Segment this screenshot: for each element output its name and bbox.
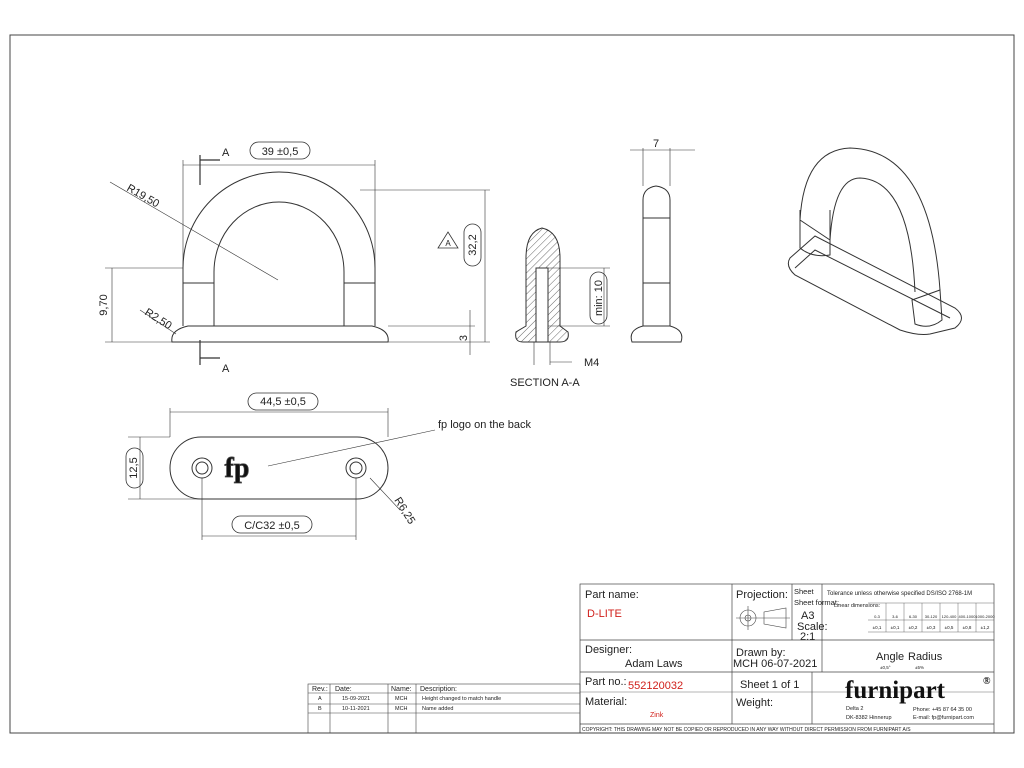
tol-value-6: ±1,2: [981, 625, 990, 630]
rev-row-b-desc: Name added: [422, 706, 454, 712]
sheet-format-value: A3: [801, 610, 814, 622]
dim-leg-label: 9,70: [98, 294, 110, 315]
tol-value-4: ±0,5: [945, 625, 954, 630]
designer-value: Adam Laws: [625, 658, 683, 670]
tolerance-columns: [885, 603, 977, 632]
side-view: [630, 148, 695, 343]
scale-value: 2:1: [800, 631, 815, 643]
rev-row-b-name: MCH: [395, 706, 408, 712]
rev-header-desc: Description:: [420, 686, 457, 693]
bottom-view: [125, 392, 436, 540]
dim-radius-bottom-label: R6,25: [391, 495, 417, 526]
radius-label: Radius: [908, 651, 943, 663]
section-mark-bottom: A: [222, 363, 230, 375]
rev-row-a-rev: A: [318, 696, 322, 702]
part-name-value: D-LITE: [587, 608, 622, 620]
tol-range-1: 3-6: [892, 614, 899, 619]
tol-range-0: 0-3: [874, 614, 881, 619]
part-name-label: Part name:: [585, 589, 639, 601]
tol-range-3: 30-120: [925, 614, 938, 619]
material-value: Zink: [650, 712, 664, 719]
sheet-format-label: Sheet format:: [794, 598, 839, 607]
tolerance-title: Tolerance unless otherwise specified DS/…: [827, 591, 972, 597]
dim-length-label: 44,5 ±0,5: [260, 396, 306, 408]
part-no-label: Part no.:: [585, 676, 627, 688]
dim-thread-label: M4: [584, 357, 599, 369]
dim-cc-label: C/C32 ±0,5: [244, 520, 300, 532]
tol-value-1: ±0,1: [891, 625, 900, 630]
sheet-format-label-1: Sheet: [794, 587, 815, 596]
tol-range-6: 1000-2000: [975, 614, 995, 619]
dim-thickness-label: 7: [653, 138, 659, 150]
drawn-by-label: Drawn by:: [736, 647, 786, 659]
sheet-count: Sheet 1 of 1: [740, 679, 799, 691]
rev-header-name: Name:: [391, 686, 412, 693]
phone: Phone: +45 87 64 35 00: [913, 707, 972, 713]
rev-row-b-date: 10-11-2021: [342, 706, 370, 712]
projection-label: Projection:: [736, 589, 788, 601]
designer-label: Designer:: [585, 644, 632, 656]
title-block-grid: [579, 583, 995, 734]
rev-row-a-desc: Height changed to match handle: [422, 696, 501, 702]
scale-label: Scale:: [797, 621, 828, 633]
tol-value-3: ±0,3: [927, 625, 936, 630]
furnipart-logo: furnipart: [845, 677, 946, 704]
rev-row-a-name: MCH: [395, 696, 408, 702]
tol-value-5: ±0,8: [963, 625, 972, 630]
triangle-mark-label: A: [445, 239, 451, 248]
projection-symbol-icon: [736, 606, 790, 630]
isometric-view: [787, 147, 962, 335]
dim-radius-arch-label: R19,50: [125, 182, 162, 210]
material-label: Material:: [585, 696, 627, 708]
angle-value: ±0,5°: [880, 665, 891, 670]
rev-header-rev: Rev.:: [312, 686, 328, 693]
linear-label: Linear dimensions:: [834, 603, 881, 609]
section-title: SECTION A-A: [510, 377, 580, 389]
logo-note: fp logo on the back: [438, 419, 531, 431]
dim-height-label: 32,2: [467, 234, 479, 255]
tol-range-4: 120-400: [942, 614, 957, 619]
rev-row-a-date: 15-09-2021: [342, 696, 370, 702]
part-no-value: 552120032: [628, 680, 683, 692]
rev-row-b-rev: B: [318, 706, 322, 712]
tol-range-5: 400-1000: [959, 614, 977, 619]
email: E-mail: fp@furnipart.com: [913, 715, 974, 721]
tol-value-2: ±0,2: [909, 625, 918, 630]
copyright-notice: COPYRIGHT: THIS DRAWING MAY NOT BE COPIE…: [582, 727, 911, 733]
fp-logo: fp: [225, 453, 250, 484]
weight-label: Weight:: [736, 697, 773, 709]
tol-value-0: ±0,1: [873, 625, 882, 630]
dim-width-label: 39 ±0,5: [262, 146, 299, 158]
dim-min-label: min: 10: [593, 280, 605, 316]
rev-header-date: Date:: [335, 686, 352, 693]
address-line-2: DK-8382 Hinnerup: [846, 715, 892, 721]
dim-radius-foot-label: R2,50: [142, 306, 173, 332]
drawn-by-value: MCH 06-07-2021: [733, 658, 817, 670]
angle-label: Angle: [876, 651, 904, 663]
registered-mark: ®: [983, 676, 991, 687]
tol-range-2: 6-30: [909, 614, 918, 619]
front-view: [105, 141, 490, 365]
address-line-1: Delta 2: [846, 706, 863, 712]
radius-value: ±5%: [915, 665, 924, 670]
section-mark-top: A: [222, 147, 230, 159]
dim-base-label: 3: [458, 335, 470, 341]
dim-width-bottom-label: 12,5: [128, 457, 140, 478]
section-view: [515, 227, 610, 365]
